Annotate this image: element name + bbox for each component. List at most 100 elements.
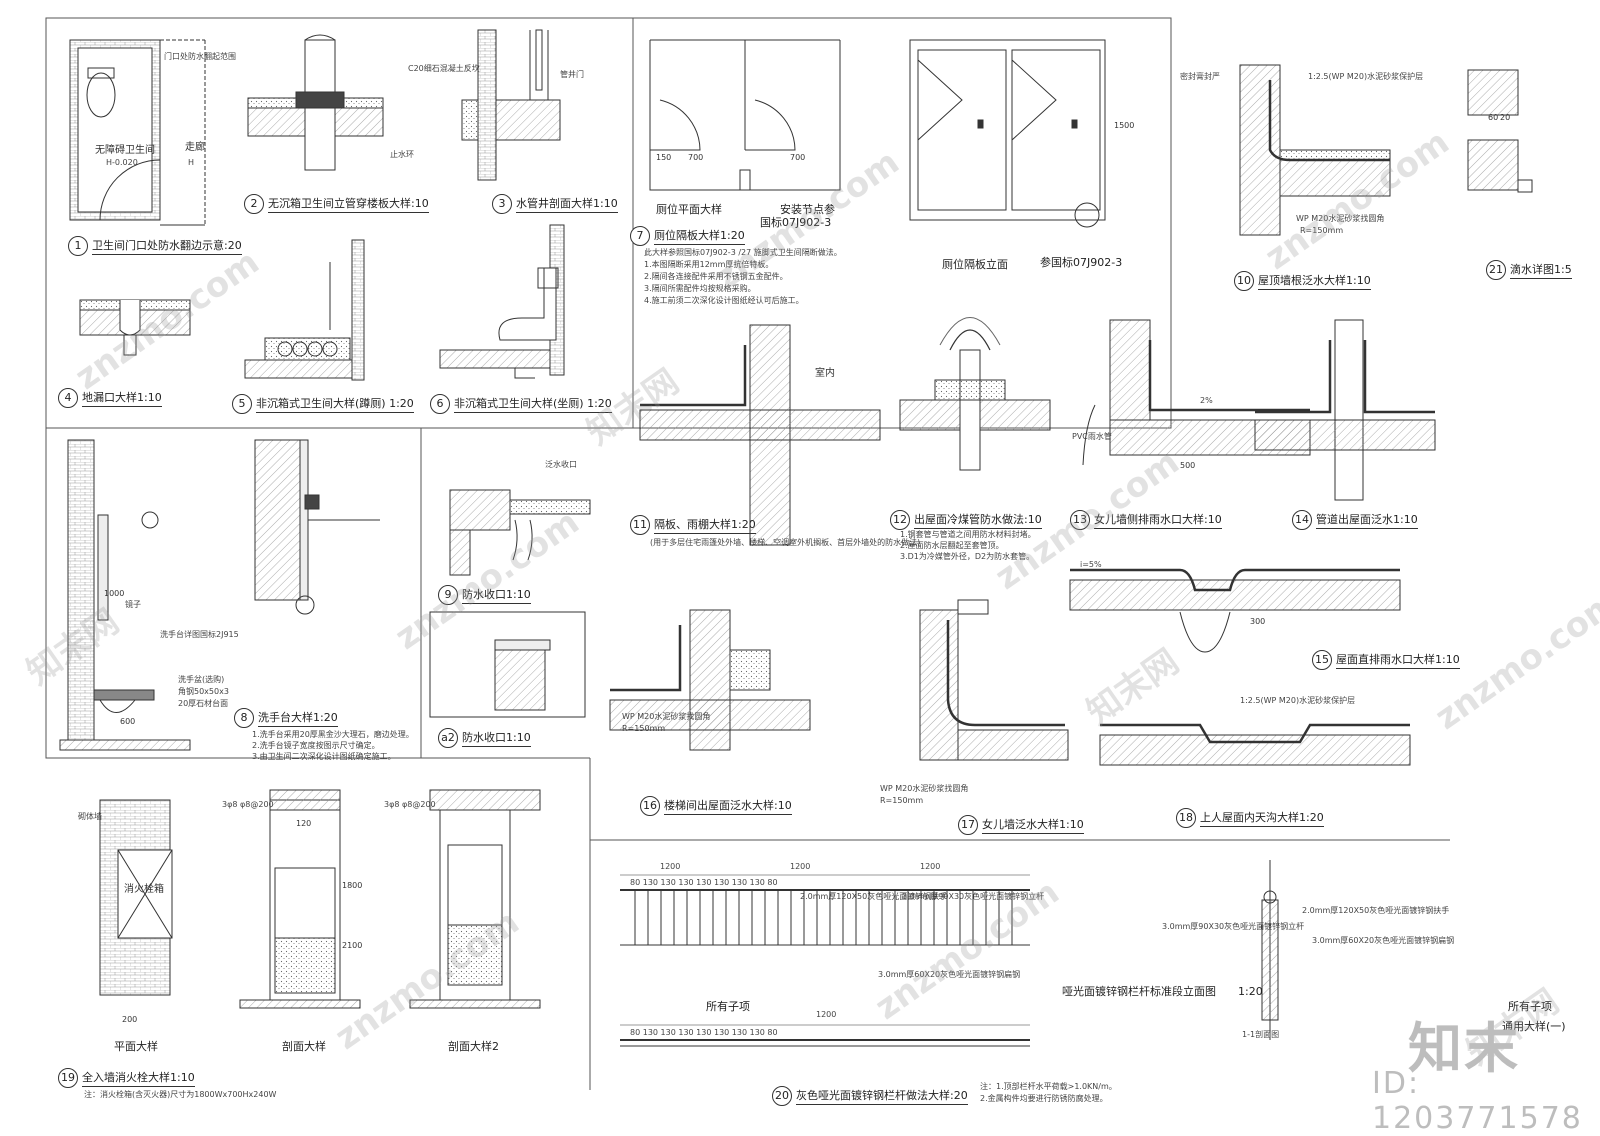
door-ref-label: 门口处防水翻起范围	[164, 52, 236, 61]
rail-pipe-3-right: 3.0mm厚60X20灰色哑光面镀锌钢扁钢	[1312, 936, 1455, 945]
dim-600: 600	[120, 717, 136, 726]
detail-7-elevation	[909, 39, 1106, 228]
rebar-label-1: 3φ8 φ8@200	[222, 800, 274, 809]
elev-toilet-title: 厕位隔板立面	[942, 258, 1008, 271]
indoor-label: 室内	[815, 368, 835, 379]
note8-line-2: 3.由卫生间二次深化设计图纸确定施工。	[252, 752, 396, 761]
detail-17-number: 17	[958, 815, 978, 835]
rebar-label-2: 3φ8 φ8@200	[384, 800, 436, 809]
dim-2100: 2100	[342, 941, 363, 950]
rail-dim-1: 1200	[790, 862, 811, 871]
rail-pipe-2: 3.0mm厚90X30灰色哑光面镀锌钢立杆	[902, 892, 1045, 901]
masonry-label: 砌体墙	[78, 812, 102, 821]
note7-line-3: 3.隔间所需配件均按规格采购。	[644, 284, 756, 293]
marble-top-label: 20厚石材台面	[178, 699, 229, 708]
detail-6-drawing	[439, 224, 565, 379]
dim-700-b: 700	[790, 153, 806, 162]
plan-toilet-title: 厕位平面大样	[656, 203, 722, 216]
detail-10-title-text: 屋顶墙根泛水大样1:10	[1258, 272, 1371, 290]
detail-16-drawing	[609, 609, 811, 751]
detail-21-drawing	[1467, 69, 1533, 193]
panel-frame-top	[45, 17, 1172, 429]
dim-20: 20	[1500, 113, 1511, 122]
detail-1-drawing	[69, 39, 206, 226]
dim-150: 150	[656, 153, 672, 162]
detail-10-title: 10 屋顶墙根泛水大样1:10	[1234, 271, 1371, 291]
slope-13: 2%	[1200, 396, 1213, 405]
rail-pipe-2-right: 3.0mm厚90X30灰色哑光面镀锌钢立杆	[1162, 922, 1305, 931]
c20-label: C20细石混凝土反坎	[408, 64, 480, 73]
wp-label-16: WP M20水泥砂浆找圆角	[622, 712, 711, 721]
dim-60: 60	[1488, 113, 1499, 122]
dim-200-plan: 200	[122, 1015, 138, 1024]
dim-1800: 1800	[342, 881, 363, 890]
detail-21-title: 21 滴水详图1:5	[1486, 260, 1572, 280]
detail-4-drawing	[79, 299, 191, 356]
all-sub-right: 所有子项	[1508, 1000, 1552, 1013]
section-1-1-title: 1-1剖面图	[1242, 1030, 1280, 1039]
detail-3-title: 3 水管井剖面大样1:10	[492, 194, 618, 214]
detail-2-drawing	[247, 34, 384, 171]
detail-11-title: 11 隔板、雨棚大样1:20	[630, 515, 756, 535]
rail-dim-3: 1200	[816, 1010, 837, 1019]
section-2-title: 剖面大样2	[448, 1040, 499, 1053]
rail-scale: 1:20	[1238, 985, 1263, 998]
detail-19-title: 19 全入墙消火栓大样1:10	[58, 1068, 195, 1088]
install-node-title: 安装节点参	[780, 203, 835, 216]
detail-13-title: 13 女儿墙侧排雨水口大样:10	[1070, 510, 1222, 530]
detail-12-title: 12 出屋面冷煤管防水做法:10	[890, 510, 1042, 530]
detail-18-title-text: 上人屋面内天沟大样1:20	[1200, 809, 1324, 827]
overflow-label: 泛水收口	[545, 460, 577, 469]
detail-10-number: 10	[1234, 271, 1254, 291]
detail-a2-title: a2 防水收口1:10	[438, 728, 531, 748]
detail-3-drawing	[461, 29, 561, 181]
detail-1-title-text: 卫生间门口处防水翻边示意:20	[92, 237, 242, 255]
rail-pipe-1: 2.0mm厚120X50灰色哑光面镀锌钢扶手	[800, 892, 948, 901]
dim-120: 120	[296, 819, 312, 828]
brand-logo: 知末	[1408, 1017, 1520, 1080]
wp-label-17: WP M20水泥砂浆找圆角	[880, 784, 969, 793]
detail-5-title-text: 非沉箱式卫生间大样(蹲厕) 1:20	[256, 395, 414, 413]
detail-1-title: 1 卫生间门口处防水翻边示意:20	[68, 236, 242, 256]
r150-label-16: R=150mm	[622, 724, 666, 733]
accessible-wc-label: 无障碍卫生间	[95, 145, 155, 156]
rail-pipe-3: 3.0mm厚60X20灰色哑光面镀锌钢扁钢	[878, 970, 1021, 979]
ref-node-title: 国标07J902-3	[760, 216, 832, 229]
note8-line-0: 1.洗手台采用20厚黑金沙大理石，磨边处理。	[252, 730, 414, 739]
detail-18-number: 18	[1176, 808, 1196, 828]
detail-9-title: 9 防水收口1:10	[438, 585, 531, 605]
plan-detail-title: 平面大样	[114, 1040, 158, 1053]
h-level-label: H-0.020	[106, 158, 138, 167]
dim-300-15: 300	[1250, 617, 1266, 626]
sealant-label: 密封膏封严	[1180, 72, 1220, 81]
detail-21-title-text: 滴水详图1:5	[1510, 261, 1572, 279]
detail-8-number: 8	[234, 708, 254, 728]
detail-1-number: 1	[68, 236, 88, 256]
detail-9-title-text: 防水收口1:10	[462, 586, 531, 604]
detail-14-drawing	[1254, 319, 1436, 501]
note7-line-0: 此大样参照国标07J902-3 /27 施脚式卫生间隔断做法。	[644, 248, 842, 257]
section-1-title: 剖面大样	[282, 1040, 326, 1053]
basin-label: 洗手盆(选购)	[178, 675, 225, 684]
detail-a-drawing	[254, 439, 380, 615]
ref-no-title: 参国标07J902-3	[1040, 256, 1123, 269]
detail-19-drawing	[99, 789, 541, 1009]
note7-line-1: 1.本图隔断采用12mm厚抗倍特板。	[644, 260, 774, 269]
detail-7-number: 7	[630, 226, 650, 246]
detail-9-number: 9	[438, 585, 458, 605]
slope-15: i=5%	[1080, 560, 1102, 569]
detail-15-number: 15	[1312, 650, 1332, 670]
detail-19-title-text: 全入墙消火栓大样1:10	[82, 1069, 195, 1087]
detail-7-title-text: 厕位隔板大样1:20	[654, 227, 745, 245]
detail-17-title: 17 女儿墙泛水大样1:10	[958, 815, 1084, 835]
detail-12-title-text: 出屋面冷煤管防水做法:10	[914, 511, 1042, 529]
detail-4-title-text: 地漏口大样1:10	[82, 389, 162, 407]
note19: 注：消火栓箱(含灭火器)尺寸为1800Wx700Hx240W	[84, 1090, 277, 1099]
note20-line-1: 2.金属构件均要进行防锈防腐处理。	[980, 1094, 1108, 1103]
detail-5-number: 5	[232, 394, 252, 414]
detail-7-drawing	[649, 39, 841, 191]
detail-16-title-text: 楼梯间出屋面泛水大样:10	[664, 797, 792, 815]
detail-a2-drawing	[429, 611, 586, 718]
detail-5-drawing	[244, 239, 365, 381]
